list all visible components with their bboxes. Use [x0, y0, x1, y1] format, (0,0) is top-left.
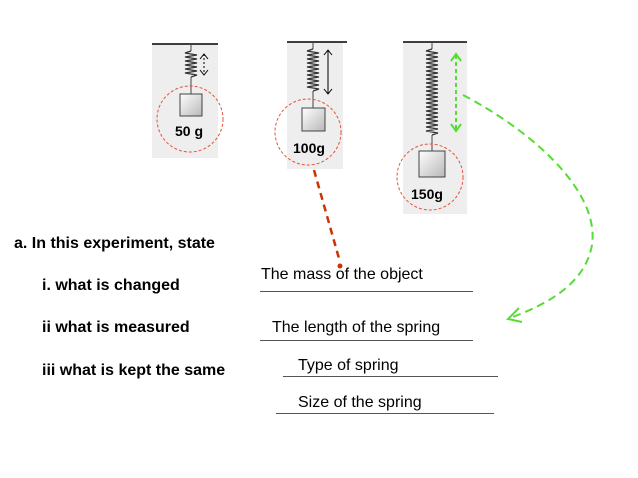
length-arrow [199, 53, 209, 76]
spring-setup-50g: 50 g [152, 43, 224, 158]
answer-line [260, 291, 473, 292]
mass-label: 50 g [175, 123, 203, 139]
mass-label: 150g [411, 186, 443, 202]
pointer-arrow-red [312, 169, 343, 269]
spring-setup-150g: 150g [396, 41, 467, 214]
length-arrow [450, 52, 462, 133]
answer-part-i: The mass of the object [261, 266, 423, 283]
answer-part-iii: Type of spring [298, 357, 399, 374]
mass-block [179, 93, 203, 117]
answer-part-iii-extra: Size of the spring [298, 394, 422, 411]
spring-setup-100g: 100g [274, 41, 347, 169]
question-prompt: a. In this experiment, state [14, 235, 215, 252]
length-arrow [323, 49, 333, 95]
question-part-ii-label: ii what is measured [42, 319, 190, 336]
pointer-arrow-green [462, 94, 594, 323]
spring-coil [184, 50, 198, 78]
answer-part-ii: The length of the spring [272, 319, 441, 336]
answer-line [260, 340, 473, 341]
question-part-iii-label: iii what is kept the same [42, 362, 226, 379]
answer-line [276, 413, 494, 414]
dashed-circle [156, 85, 224, 153]
spring-coil [425, 48, 439, 136]
mass-label: 100g [293, 140, 325, 156]
question-part-i-label: i. what is changed [42, 277, 180, 294]
answer-line [283, 376, 498, 377]
dashed-circle [274, 98, 342, 166]
dashed-circle [396, 143, 464, 211]
spring-coil [306, 48, 320, 92]
mass-block [301, 107, 326, 132]
mass-block [418, 150, 446, 178]
